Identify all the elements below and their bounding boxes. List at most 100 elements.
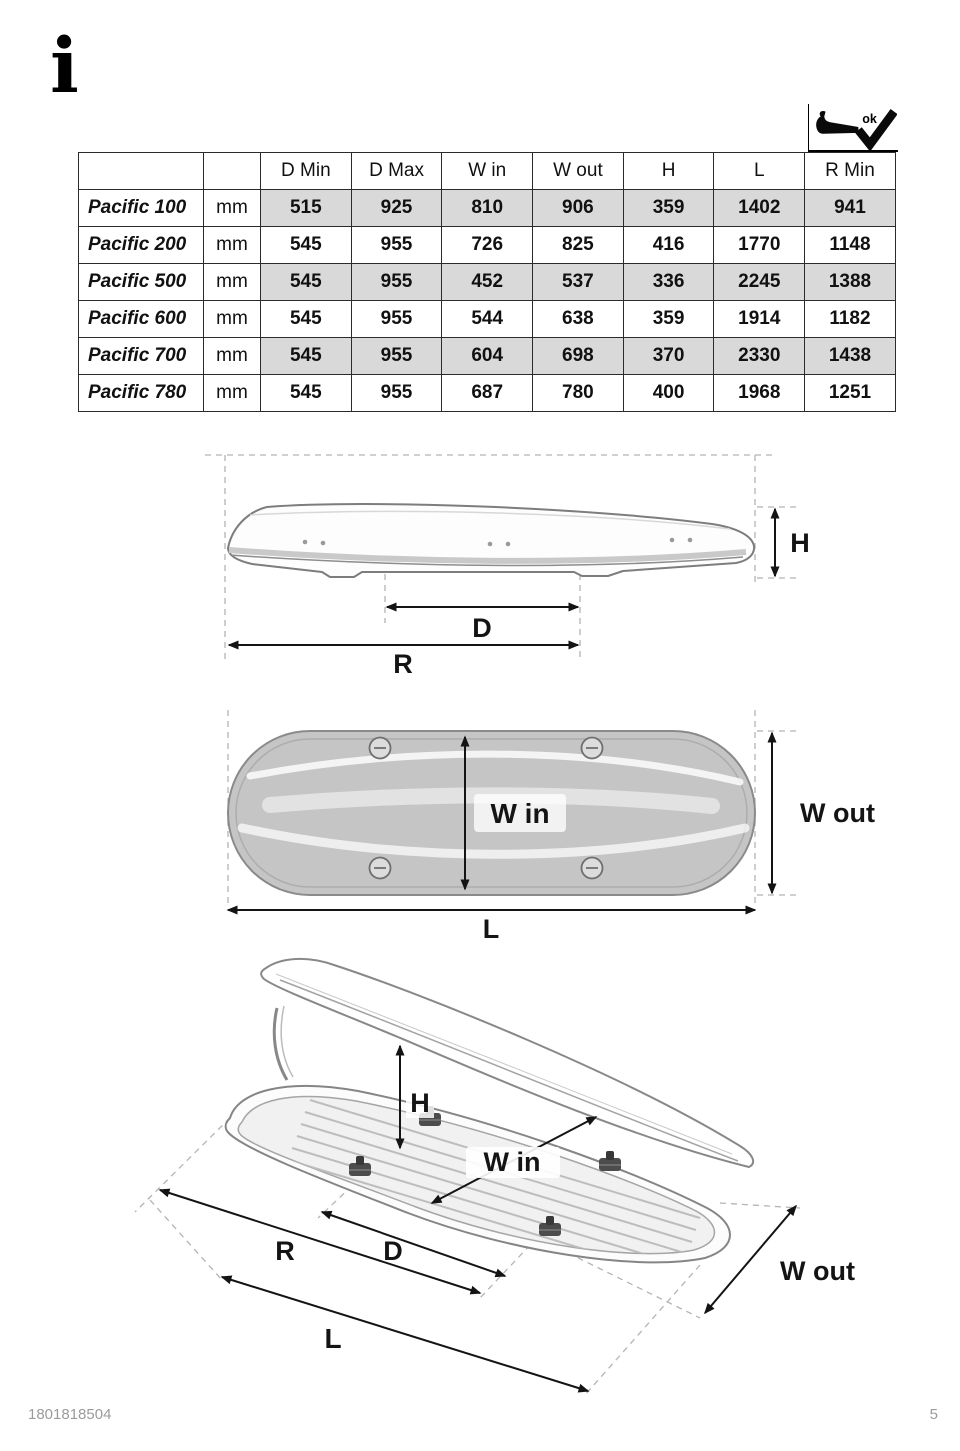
value-cell: 698: [532, 337, 624, 375]
dimension-arrows: [158, 1044, 797, 1393]
value-cell: 2245: [713, 263, 806, 301]
unit-cell: mm: [203, 263, 261, 301]
value-cell: 810: [441, 189, 534, 227]
value-cell: 955: [350, 300, 443, 338]
dim-label-d: D: [383, 1236, 403, 1266]
table-row: Pacific 100 mm 515 925 810 906 359 1402 …: [78, 189, 896, 227]
unit-cell: mm: [203, 337, 261, 375]
column-header: R Min: [804, 152, 896, 190]
value-cell: 515: [260, 189, 352, 227]
value-cell: 925: [350, 189, 443, 227]
roofbox-ok-badge: ok: [808, 104, 898, 152]
dim-label-w-out: W out: [800, 798, 875, 828]
model-name: Pacific 200: [78, 226, 204, 264]
column-header: L: [713, 152, 806, 190]
model-name: Pacific 100: [78, 189, 204, 227]
dim-label-w-in: W in: [484, 1147, 541, 1177]
table-row: Pacific 780 mm 545 955 687 780 400 1968 …: [78, 374, 896, 412]
value-cell: 1182: [804, 300, 896, 338]
unit-cell: mm: [203, 300, 261, 338]
value-cell: 544: [441, 300, 534, 338]
value-cell: 955: [350, 337, 443, 375]
value-cell: 400: [622, 374, 715, 412]
dimensions-table: D Min D Max W in W out H L R Min Pacific…: [78, 152, 896, 412]
dim-label-l: L: [483, 914, 500, 944]
column-header: W in: [441, 152, 534, 190]
value-cell: 545: [260, 300, 352, 338]
dim-label-w-in: W in: [490, 798, 549, 829]
value-cell: 545: [260, 226, 352, 264]
ok-label: ok: [862, 112, 877, 126]
value-cell: 1770: [713, 226, 806, 264]
dim-label-h: H: [410, 1088, 430, 1118]
roofbox-open-lid: [260, 957, 755, 1168]
value-cell: 1388: [804, 263, 896, 301]
value-cell: 416: [622, 226, 715, 264]
mounting-clamps: [368, 736, 604, 880]
dim-label-d: D: [472, 613, 492, 643]
side-view-diagram: H D R: [100, 445, 900, 700]
dim-label-w-out: W out: [780, 1256, 855, 1286]
value-cell: 941: [804, 189, 896, 227]
roofbox-glyph: [816, 114, 859, 134]
value-cell: 452: [441, 263, 534, 301]
value-cell: 638: [532, 300, 624, 338]
value-cell: 545: [260, 263, 352, 301]
column-header: D Max: [350, 152, 443, 190]
column-header: W out: [532, 152, 624, 190]
table-header-row: D Min D Max W in W out H L R Min: [78, 152, 896, 190]
table-row: Pacific 500 mm 545 955 452 537 336 2245 …: [78, 263, 896, 301]
table-row: Pacific 200 mm 545 955 726 825 416 1770 …: [78, 226, 896, 264]
info-symbol: i: [50, 21, 79, 110]
perspective-diagram: H W in R D L W out: [80, 950, 920, 1415]
value-cell: 726: [441, 226, 534, 264]
column-header: [203, 152, 261, 190]
model-name: Pacific 500: [78, 263, 204, 301]
value-cell: 825: [532, 226, 624, 264]
dim-label-r: R: [393, 649, 413, 679]
value-cell: 1148: [804, 226, 896, 264]
roofbox-ok-icon: ok: [816, 109, 898, 152]
model-name: Pacific 700: [78, 337, 204, 375]
unit-cell: mm: [203, 374, 261, 412]
page-number: 5: [929, 1406, 938, 1423]
value-cell: 1402: [713, 189, 806, 227]
value-cell: 359: [622, 300, 715, 338]
dimension-arrows: [227, 507, 780, 650]
value-cell: 537: [532, 263, 624, 301]
value-cell: 370: [622, 337, 715, 375]
column-header: H: [622, 152, 715, 190]
value-cell: 1251: [804, 374, 896, 412]
table-row: Pacific 700 mm 545 955 604 698 370 2330 …: [78, 337, 896, 375]
value-cell: 359: [622, 189, 715, 227]
column-header: D Min: [260, 152, 352, 190]
value-cell: 687: [441, 374, 534, 412]
top-view-diagram: W in W out L: [100, 710, 900, 965]
table-row: Pacific 600 mm 545 955 544 638 359 1914 …: [78, 300, 896, 338]
value-cell: 545: [260, 337, 352, 375]
value-cell: 955: [350, 226, 443, 264]
value-cell: 1438: [804, 337, 896, 375]
construction-lines: [205, 454, 800, 663]
checkmark-icon: [854, 109, 898, 152]
dim-label-r: R: [275, 1236, 295, 1266]
column-header: [78, 152, 204, 190]
value-cell: 955: [350, 374, 443, 412]
document-code: 1801818504: [28, 1406, 112, 1423]
value-cell: 906: [532, 189, 624, 227]
unit-cell: mm: [203, 226, 261, 264]
model-name: Pacific 600: [78, 300, 204, 338]
value-cell: 955: [350, 263, 443, 301]
dim-label-l: L: [324, 1323, 341, 1354]
value-cell: 780: [532, 374, 624, 412]
roofbox-side-outline: [227, 503, 756, 578]
model-name: Pacific 780: [78, 374, 204, 412]
value-cell: 336: [622, 263, 715, 301]
lid-strut: [272, 1007, 289, 1081]
value-cell: 1914: [713, 300, 806, 338]
unit-cell: mm: [203, 189, 261, 227]
value-cell: 604: [441, 337, 534, 375]
dimension-arrows: [226, 731, 777, 915]
value-cell: 1968: [713, 374, 806, 412]
